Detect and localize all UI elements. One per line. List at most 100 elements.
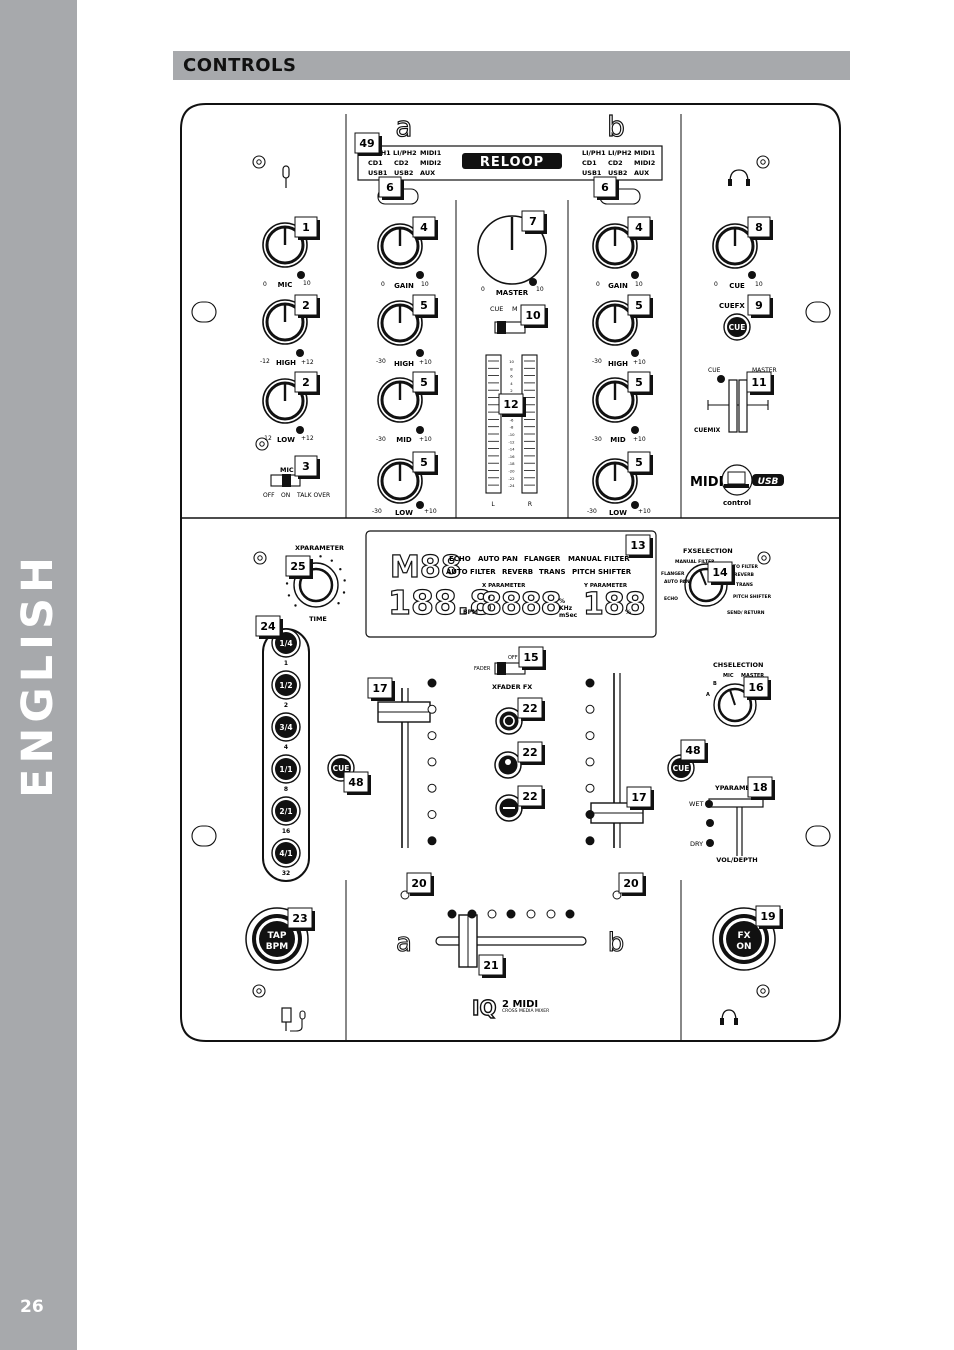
source-label: LI/PH1 [582,149,606,157]
beat-button-2[interactable]: 1/2 [271,670,301,700]
beat-value: 8 [284,786,288,793]
deck-a-label: a [395,110,412,143]
mid-label-a: MID [396,436,412,444]
cuemix-fader[interactable] [728,379,738,433]
fader-leds [427,678,595,846]
svg-text:2 MIDI: 2 MIDI [502,999,538,1010]
fx-on-button[interactable]: FX ON [711,906,777,972]
xfader-fx-switch-handle[interactable] [497,662,506,675]
callout-number: 48 [685,744,700,757]
scale-min: -30 [372,508,382,515]
source-label: CD1 [582,159,597,167]
brand-logo: RELOOP [462,153,562,170]
tap-bpm-button[interactable]: TAP BPM [244,906,310,972]
lcd-y-unit: % [625,609,631,616]
fx-options: MANUAL FILTER FLANGER AUTO PAN ECHO AUTO… [661,559,772,616]
chselection-pointer [729,689,736,706]
fx-button-1[interactable] [495,707,523,735]
vu-scale-label: -14 [508,447,515,452]
sidebar: ENGLISH 26 [0,0,77,1350]
callout-box [412,294,436,316]
source-label: MIDI2 [420,159,441,167]
cuemix-label: CUEMIX [694,427,721,434]
screw-icon [252,984,266,998]
led [297,271,305,279]
callout-number: 1 [302,221,310,234]
source-label: AUX [420,169,435,177]
callout-number: 49 [359,137,374,150]
xparameter-label: XPARAMETER [295,544,344,552]
vu-scale-label: -6 [510,417,514,422]
led [631,426,639,434]
callout-box [747,294,771,316]
cue-master-switch-handle[interactable] [497,321,506,334]
led [631,271,639,279]
led [416,426,424,434]
callout-box [747,776,773,798]
screw-icon [756,155,770,169]
led [748,271,756,279]
svg-text:1/1: 1/1 [279,765,292,774]
lcd-fx-pitchshifter: PITCH SHIFTER [572,568,632,576]
fader-fx-fader: FADER [474,666,491,672]
fxselection-label: FXSELECTION [683,547,733,555]
source-label: CD1 [368,159,383,167]
mic-switch-label: MIC [280,466,294,474]
source-label: CD2 [394,159,409,167]
mic-switch-handle[interactable] [282,474,291,487]
beat-button-1[interactable]: 1/4 [271,628,301,658]
led [296,426,304,434]
svg-text:ON: ON [736,942,751,952]
headphones-icon [720,1009,738,1025]
vu-scale-label: 4 [510,381,513,386]
fx-button-3[interactable] [495,794,523,822]
svg-text:4/1: 4/1 [279,849,292,858]
source-label: MIDI1 [420,149,442,157]
scale-min: -30 [376,358,386,365]
yparameter-fader[interactable] [708,798,764,808]
led [416,271,424,279]
scale-max: +10 [424,508,437,515]
fx-button-2[interactable] [494,751,522,779]
crossfader-b-label: b [608,928,625,958]
beat-button-6[interactable]: 4/1 [271,838,301,868]
scale-min: 0 [381,281,385,288]
svg-text:TAP: TAP [267,931,286,941]
scale-max: 10 [421,281,429,288]
beat-button-5[interactable]: 2/1 [271,796,301,826]
fader-led [427,783,437,793]
beat-button-3[interactable]: 3/4 [271,712,301,742]
beat-button-4[interactable]: 1/1 [271,754,301,784]
fader-led [427,731,437,741]
scale-dot [285,582,289,585]
callout-box [707,561,733,583]
source-label: LI/PH2 [608,149,632,157]
svg-text:1/2: 1/2 [279,681,292,690]
vu-scale-label: -12 [508,439,515,444]
svg-text:ECHO: ECHO [664,596,678,602]
callout-box [521,210,545,232]
callout-number: 22 [522,790,537,803]
callout-number: 21 [483,959,498,972]
scale-dot [319,555,322,558]
callout-box [406,872,432,894]
scale-min: -12 [262,435,272,442]
callout-box [412,371,436,393]
callout-box [627,216,651,238]
svg-text:1/4: 1/4 [279,639,292,648]
scale-dot [294,604,297,607]
deck-b-label: b [607,110,625,143]
scale-dot [330,559,333,562]
cue-fx-button[interactable]: CUE [723,313,751,341]
scale-max: +10 [419,436,432,443]
scale-max: +10 [633,436,646,443]
cuemix-fader-cap[interactable] [738,379,748,433]
beat-value: 4 [284,744,288,751]
callout-number: 22 [522,746,537,759]
scale-max: 10 [635,281,643,288]
scale-max: 10 [303,280,311,287]
callout-box [627,371,651,393]
svg-text:3/4: 3/4 [279,723,292,732]
fader-led [427,678,437,688]
callout-number: 24 [260,620,276,633]
